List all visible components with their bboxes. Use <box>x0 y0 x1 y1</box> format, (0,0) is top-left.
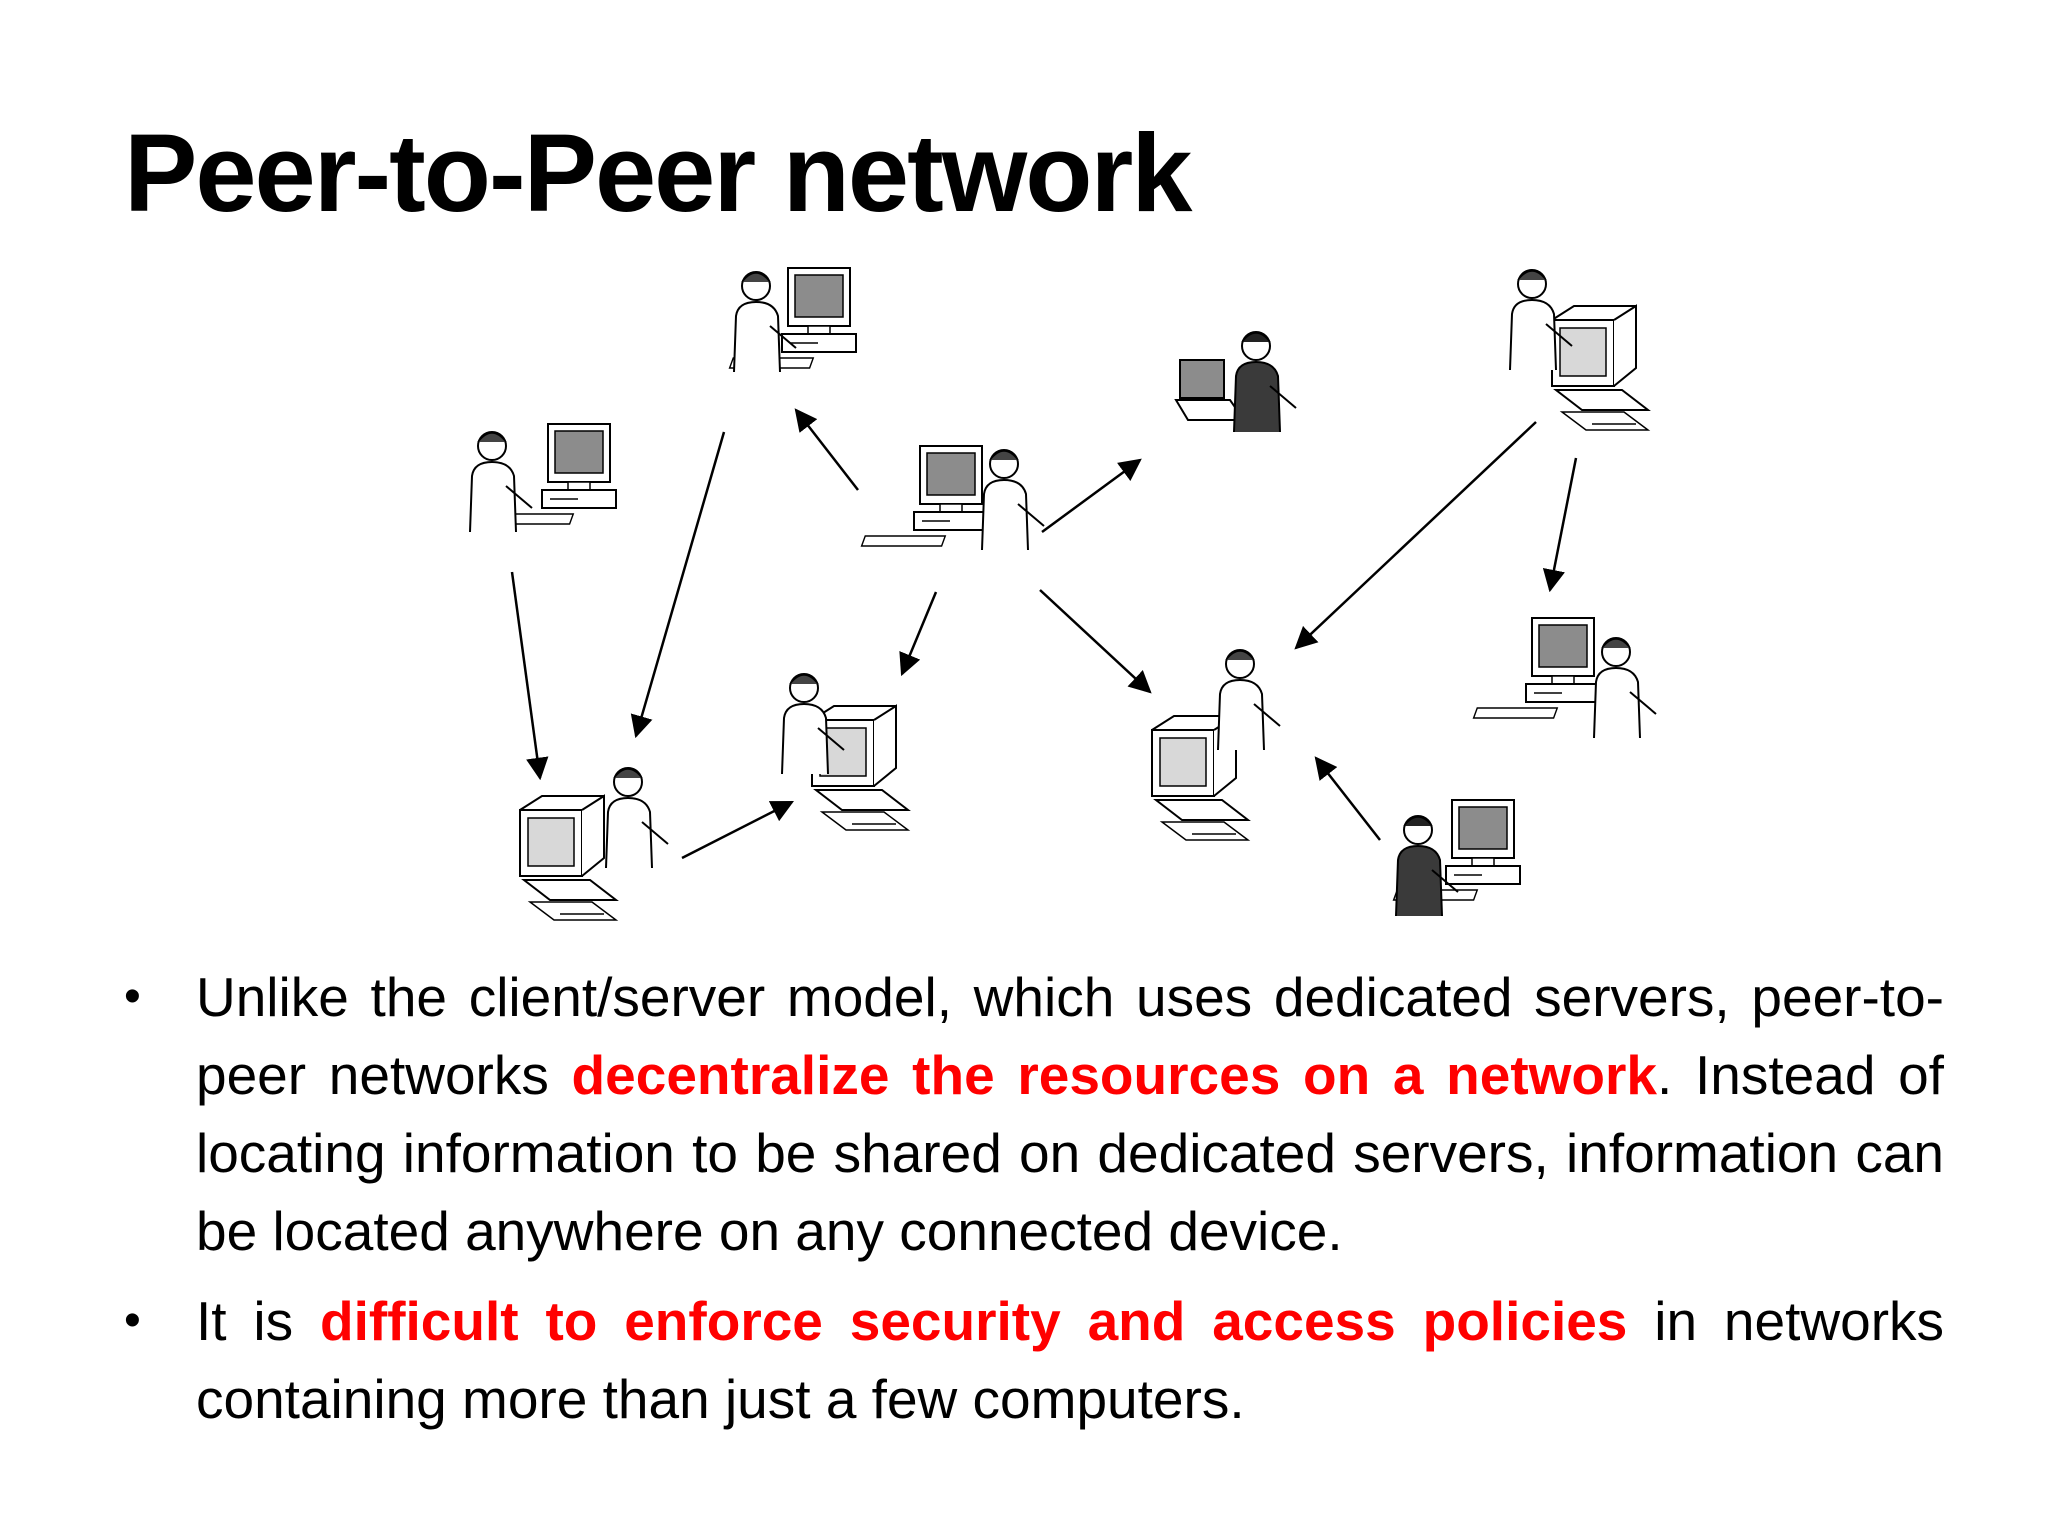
bullet-text: in networks containing more than just a … <box>196 1290 1945 1430</box>
bullet-text: It is <box>196 1290 321 1352</box>
computer-user-icon <box>1509 269 1649 431</box>
computer-user-icon <box>728 267 857 373</box>
bullet-marker: • <box>124 970 141 1023</box>
bullet-highlight: decentralize the resources on a network <box>571 1044 1658 1106</box>
computer-user-icon <box>860 445 1045 551</box>
arrow <box>510 571 549 781</box>
bullet-highlight: difficult to enforce security and access… <box>320 1290 1628 1352</box>
bullet-text: Unlike the client/server model, which us… <box>196 966 1944 1106</box>
computer-user-icon <box>519 767 669 921</box>
computer-user-icon <box>1392 799 1521 917</box>
arrow <box>1542 457 1578 593</box>
slide-title: Peer-to-Peer network <box>124 112 1192 235</box>
computer-user-icon <box>1472 617 1657 739</box>
arrow <box>899 591 938 677</box>
peer-to-peer-diagram <box>469 267 1657 921</box>
bullet-item: • It is difficult to enforce security and… <box>124 1282 1944 1438</box>
arrow <box>1039 589 1152 694</box>
arrow <box>681 800 795 860</box>
bullet-marker: • <box>124 1294 141 1347</box>
connection-arrows <box>510 408 1578 860</box>
arrow <box>1294 421 1537 650</box>
arrow <box>1041 458 1142 534</box>
arrow <box>630 431 726 739</box>
laptop-user-icon <box>1174 331 1297 433</box>
bullet-list: • Unlike the client/server model, which u… <box>124 958 1944 1450</box>
arrow <box>794 408 859 491</box>
computer-user-icon <box>781 673 909 831</box>
bullet-item: • Unlike the client/server model, which u… <box>124 958 1944 1270</box>
bullet-text: . Instead of locating information to be … <box>196 1044 1944 1262</box>
computer-user-icon <box>469 423 617 533</box>
arrow <box>1314 756 1381 841</box>
computer-user-icon <box>1151 649 1281 841</box>
